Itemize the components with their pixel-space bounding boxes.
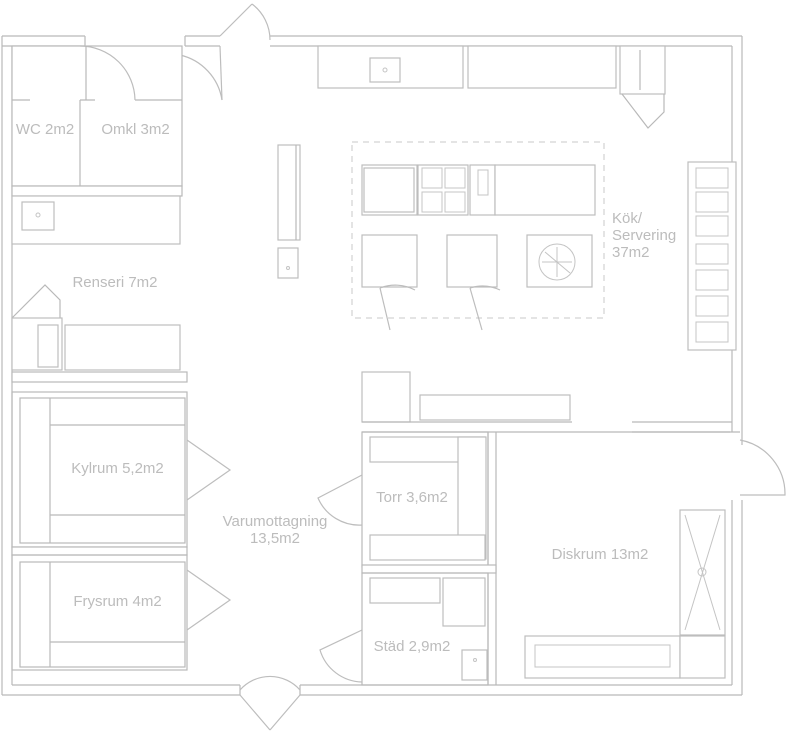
omkl-text: Omkl 3m2 [88,121,183,138]
room-label-kok: Kök/ Servering 37m2 [612,210,692,261]
kylrum-text: Kylrum 5,2m2 [50,460,185,477]
torr-text: Torr 3,6m2 [362,489,462,506]
stad-name: Städ [373,638,405,655]
omkl-area: 3m2 [140,121,170,138]
renseri-lower-counters [11,284,188,383]
renseri-sink-counter [11,195,181,245]
room-label-varumottagning: Varumottagning 13,5m2 [205,513,345,547]
frysrum-text: Frysrum 4m2 [50,593,185,610]
torr-room [317,431,497,574]
wc-text: WC 2m2 [10,121,80,138]
diskrum-equipment [524,509,726,679]
stad-area: 2,9m2 [408,638,451,655]
varumottagning-line2: 13,5m2 [249,530,301,547]
kok-line1: Kök/ [612,210,643,227]
right-wall-cabinets [687,161,737,351]
kylrum-area: 5,2m2 [122,460,164,477]
renseri-area: 7m2 [128,274,158,291]
diskrum-text: Diskrum 13m2 [530,546,670,563]
middle-partition [361,371,786,685]
room-label-wc: WC 2m2 [10,121,80,138]
frysrum-room [11,554,232,671]
entry-door-top [179,3,271,101]
frysrum-name: Frysrum [73,593,129,610]
room-label-torr: Torr 3,6m2 [362,489,462,506]
torr-name: Torr [376,489,402,506]
kylrum-room [11,391,232,556]
kitchen-top-counters [317,45,666,129]
room-label-kylrum: Kylrum 5,2m2 [50,460,185,477]
varumottagning-line1: Varumottagning [222,513,328,530]
renseri-text: Renseri 7m2 [50,274,180,291]
kitchen-wall-unit [277,144,301,279]
kok-line2: Servering [612,227,677,244]
room-label-frysrum: Frysrum 4m2 [50,593,185,610]
torr-area: 3,6m2 [406,489,448,506]
kok-line3: 37m2 [612,244,650,261]
wc-name: WC [15,121,41,138]
renseri-name: Renseri [72,274,125,291]
wc-omkl-block [11,45,183,197]
frysrum-area: 4m2 [132,593,162,610]
room-label-stad: Städ 2,9m2 [362,638,462,655]
entry-door-bottom [239,675,301,731]
room-label-renseri: Renseri 7m2 [50,274,180,291]
kitchen-island [351,141,605,331]
room-label-diskrum: Diskrum 13m2 [530,546,670,563]
stad-text: Städ 2,9m2 [362,638,462,655]
stad-room [319,572,489,686]
kylrum-name: Kylrum [71,460,118,477]
diskrum-area: 13m2 [610,546,649,563]
room-label-omkl: Omkl 3m2 [88,121,183,138]
diskrum-name: Diskrum [551,546,607,563]
omkl-name: Omkl [101,121,137,138]
wc-area: 2m2 [44,121,75,138]
